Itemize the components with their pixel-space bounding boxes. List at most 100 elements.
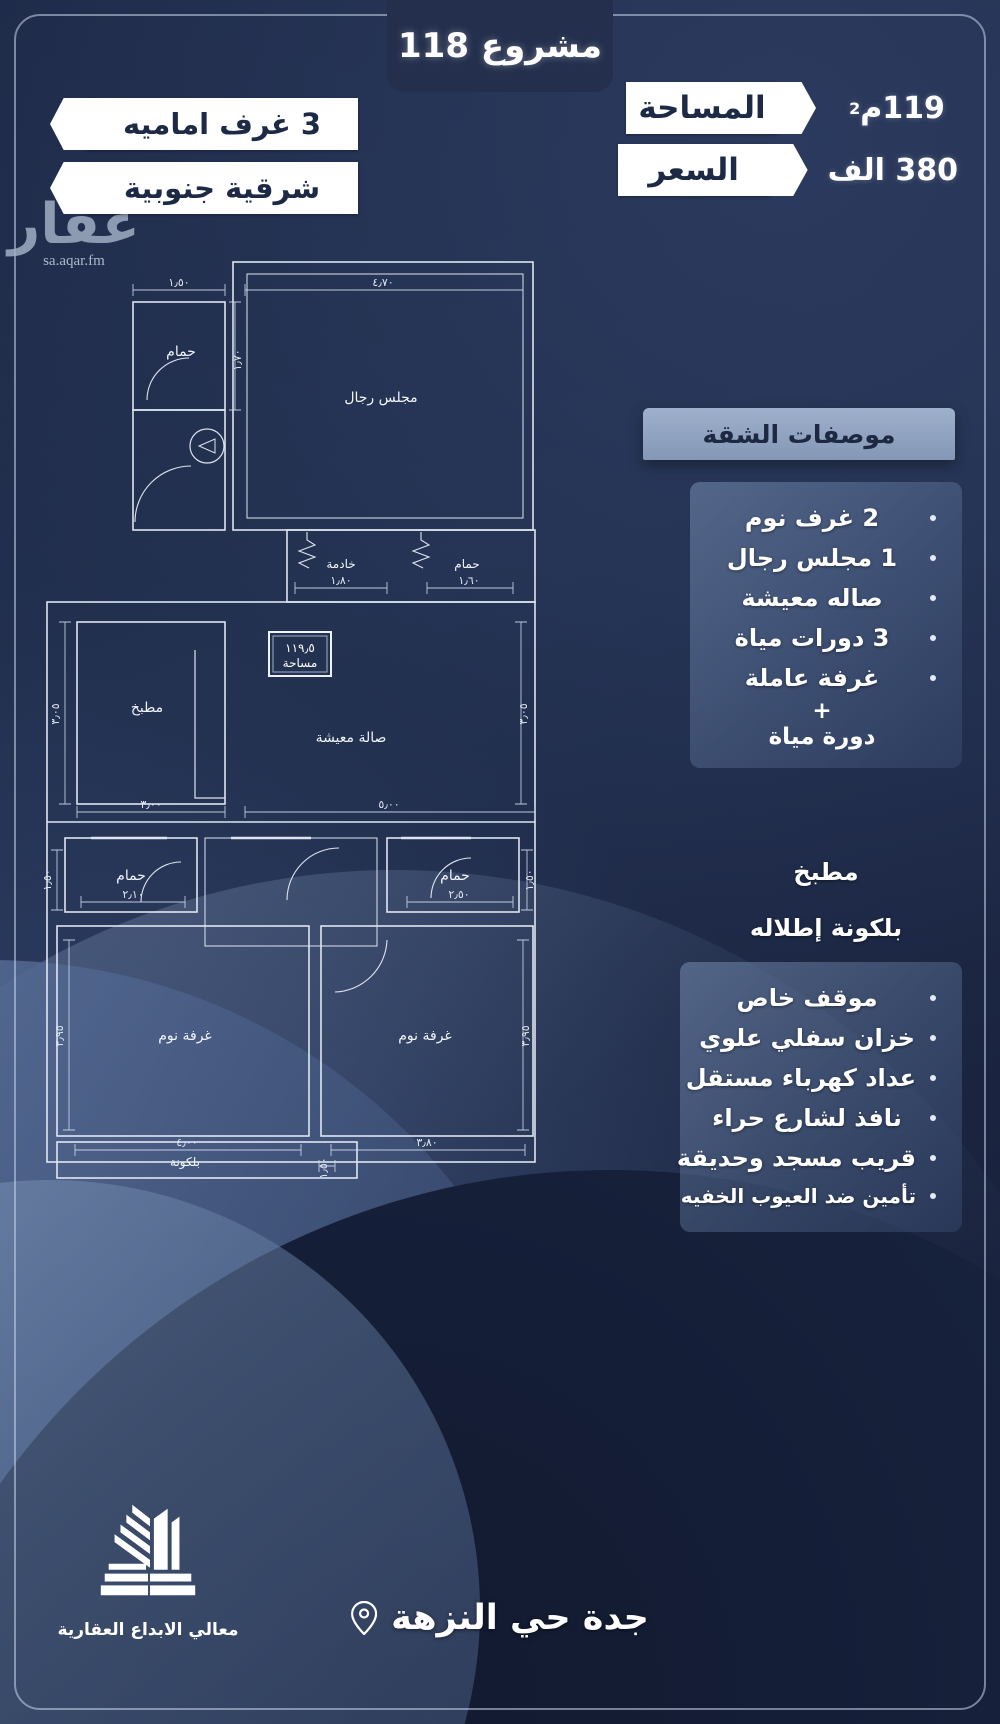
chevron-left-icon-rooms: [50, 98, 86, 150]
spec-item-kitchen: مطبخ: [690, 852, 962, 892]
company-name: معالي الابداع العقارية: [57, 1620, 239, 1640]
svg-text:١٫٥٠: ١٫٥٠: [523, 869, 536, 890]
bullet-dot-icon: [930, 555, 936, 561]
spec-item: نافذ لشارع حراء: [698, 1098, 936, 1138]
svg-text:٢٫٥٠: ٢٫٥٠: [448, 888, 469, 901]
spec-label: موقف خاص: [736, 984, 878, 1012]
plan-area-value: ١١٩٫٥: [285, 641, 315, 655]
bullet-dot-icon: [930, 1035, 936, 1041]
spec-label: 1 مجلس رجال: [726, 544, 898, 572]
svg-text:١٫٦٠: ١٫٦٠: [458, 574, 479, 587]
spec-label: صاله معيشة: [741, 584, 883, 612]
plan-label-living: صالة معيشة: [316, 730, 387, 746]
svg-text:٢٫١٠: ٢٫١٠: [122, 888, 143, 901]
company-logo: معالي الابداع العقارية: [48, 1496, 248, 1640]
spec-item: 3 دورات مياة: [708, 618, 936, 658]
spec-item: تأمين ضد العيوب الخفيه: [681, 1178, 936, 1214]
chevron-right-icon-price: [769, 144, 808, 196]
svg-text:٣٫٠٥: ٣٫٠٥: [517, 703, 530, 724]
bullet-dot-icon: [930, 1193, 936, 1199]
bullet-dot-icon: [930, 995, 936, 1001]
bullet-dot-icon: [930, 1115, 936, 1121]
plan-label-bedroom-left: غرفة نوم: [158, 1028, 212, 1044]
rooms-badge-row: 3 غرف اماميه: [42, 98, 358, 150]
area-unit: 2: [849, 98, 861, 118]
spec-label: مطبخ: [793, 858, 859, 886]
direction-badge-row: شرقية جنوبية: [42, 162, 358, 214]
spec-label: خزان سفلي علوي: [699, 1024, 915, 1052]
spec-item: بلكونة إطلاله: [690, 908, 962, 948]
svg-text:١٫٨٠: ١٫٨٠: [330, 574, 351, 587]
spec-plus-separator: +: [812, 698, 832, 724]
project-title-chip: مشروع 118: [387, 0, 613, 92]
spec-item: خزان سفلي علوي: [698, 1018, 936, 1058]
plan-label-bath-top: حمام: [166, 344, 196, 360]
spec-item-balcony: بلكونة إطلاله: [690, 908, 962, 948]
bullet-dot-icon: [930, 1155, 936, 1161]
floorplan: ١١٩٫٥ مساحة حمام مجلس رجال خادمة حمام مط…: [35, 250, 555, 1190]
spec-label: غرفة عاملة: [744, 664, 880, 692]
bullet-dot-icon: [930, 595, 936, 601]
location-text: جدة حي النزهة: [391, 1598, 649, 1638]
chevron-right-icon-area: [778, 82, 816, 134]
price-row: 380 الف السعر: [617, 144, 972, 196]
svg-text:١٫٧٠: ١٫٧٠: [231, 349, 244, 370]
svg-text:١٫٥٠: ١٫٥٠: [41, 869, 54, 890]
spec-label: تأمين ضد العيوب الخفيه: [680, 1184, 916, 1208]
spec-label: قريب مسجد وحديقة: [676, 1144, 916, 1172]
svg-text:٥٫٠٠: ٥٫٠٠: [378, 798, 399, 811]
direction-badge: شرقية جنوبية: [86, 162, 358, 214]
spec-item: عداد كهرباء مستقل: [686, 1058, 936, 1098]
spec-label: نافذ لشارع حراء: [712, 1104, 902, 1132]
specs-heading: موصفات الشقة: [702, 419, 896, 449]
svg-text:٣٫٩٥: ٣٫٩٥: [53, 1025, 66, 1046]
area-value: 119م: [860, 90, 945, 126]
plan-label-bedroom-right: غرفة نوم: [398, 1028, 452, 1044]
svg-text:٣٫٠٠: ٣٫٠٠: [140, 798, 161, 811]
rooms-badge: 3 غرف اماميه: [86, 98, 358, 150]
spec-item: قريب مسجد وحديقة: [677, 1138, 936, 1178]
bullet-dot-icon: [930, 1075, 936, 1081]
specs-heading-chip: موصفات الشقة: [643, 408, 955, 460]
spec-label: عداد كهرباء مستقل: [685, 1064, 916, 1092]
svg-text:٤٫٧٠: ٤٫٧٠: [372, 276, 393, 289]
bullet-dot-icon: [930, 515, 936, 521]
plan-label-bath-maid: حمام: [454, 557, 479, 571]
plan-label-maid: خادمة: [326, 557, 355, 571]
spec-label: 2 غرف نوم: [744, 504, 880, 532]
svg-text:٣٫٨٠: ٣٫٨٠: [416, 1136, 437, 1149]
spec-item: 2 غرف نوم: [708, 498, 936, 538]
plan-area-box: ١١٩٫٥ مساحة: [268, 631, 332, 677]
plan-label-balcony: بلكونة: [170, 1155, 200, 1170]
spec-label: 3 دورات مياة: [734, 624, 890, 652]
specs-block-primary: 2 غرف نوم 1 مجلس رجال صاله معيشة 3 دورات…: [690, 482, 962, 768]
building-logo-icon: [100, 1504, 196, 1596]
location-block: جدة حي النزهة: [351, 1598, 649, 1638]
watermark-url: sa.aqar.fm: [43, 253, 105, 270]
decor-arc-dark: [0, 1170, 1000, 1724]
svg-text:١٫٥٠: ١٫٥٠: [317, 1157, 330, 1178]
floorplan-drawing: ١١٩٫٥ مساحة حمام مجلس رجال خادمة حمام مط…: [41, 261, 536, 1179]
project-title: مشروع 118: [398, 26, 602, 66]
specs-block-secondary: موقف خاص خزان سفلي علوي عداد كهرباء مستق…: [677, 962, 962, 1232]
bullet-dot-icon: [930, 635, 936, 641]
price-label: السعر: [617, 144, 770, 196]
spec-item: صاله معيشة: [708, 578, 936, 618]
svg-text:١٫٥٠: ١٫٥٠: [168, 276, 189, 289]
plan-label-bath-left: حمام: [116, 868, 146, 884]
spec-label-extra-bath: دورة مياة: [768, 724, 876, 750]
plan-area-label: مساحة: [283, 656, 318, 670]
bullet-dot-icon: [930, 675, 936, 681]
area-label: المساحة: [626, 82, 778, 134]
spec-item: غرفة عاملة: [708, 658, 936, 698]
svg-text:٣٫٩٥: ٣٫٩٥: [519, 1025, 532, 1046]
spec-item: 1 مجلس رجال: [708, 538, 936, 578]
header-left-badges: 3 غرف اماميه شرقية جنوبية: [42, 98, 358, 214]
chevron-left-icon-direction: [50, 162, 86, 214]
svg-text:٣٫٠٥: ٣٫٠٥: [49, 703, 62, 724]
spec-item: موقف خاص: [698, 978, 936, 1018]
